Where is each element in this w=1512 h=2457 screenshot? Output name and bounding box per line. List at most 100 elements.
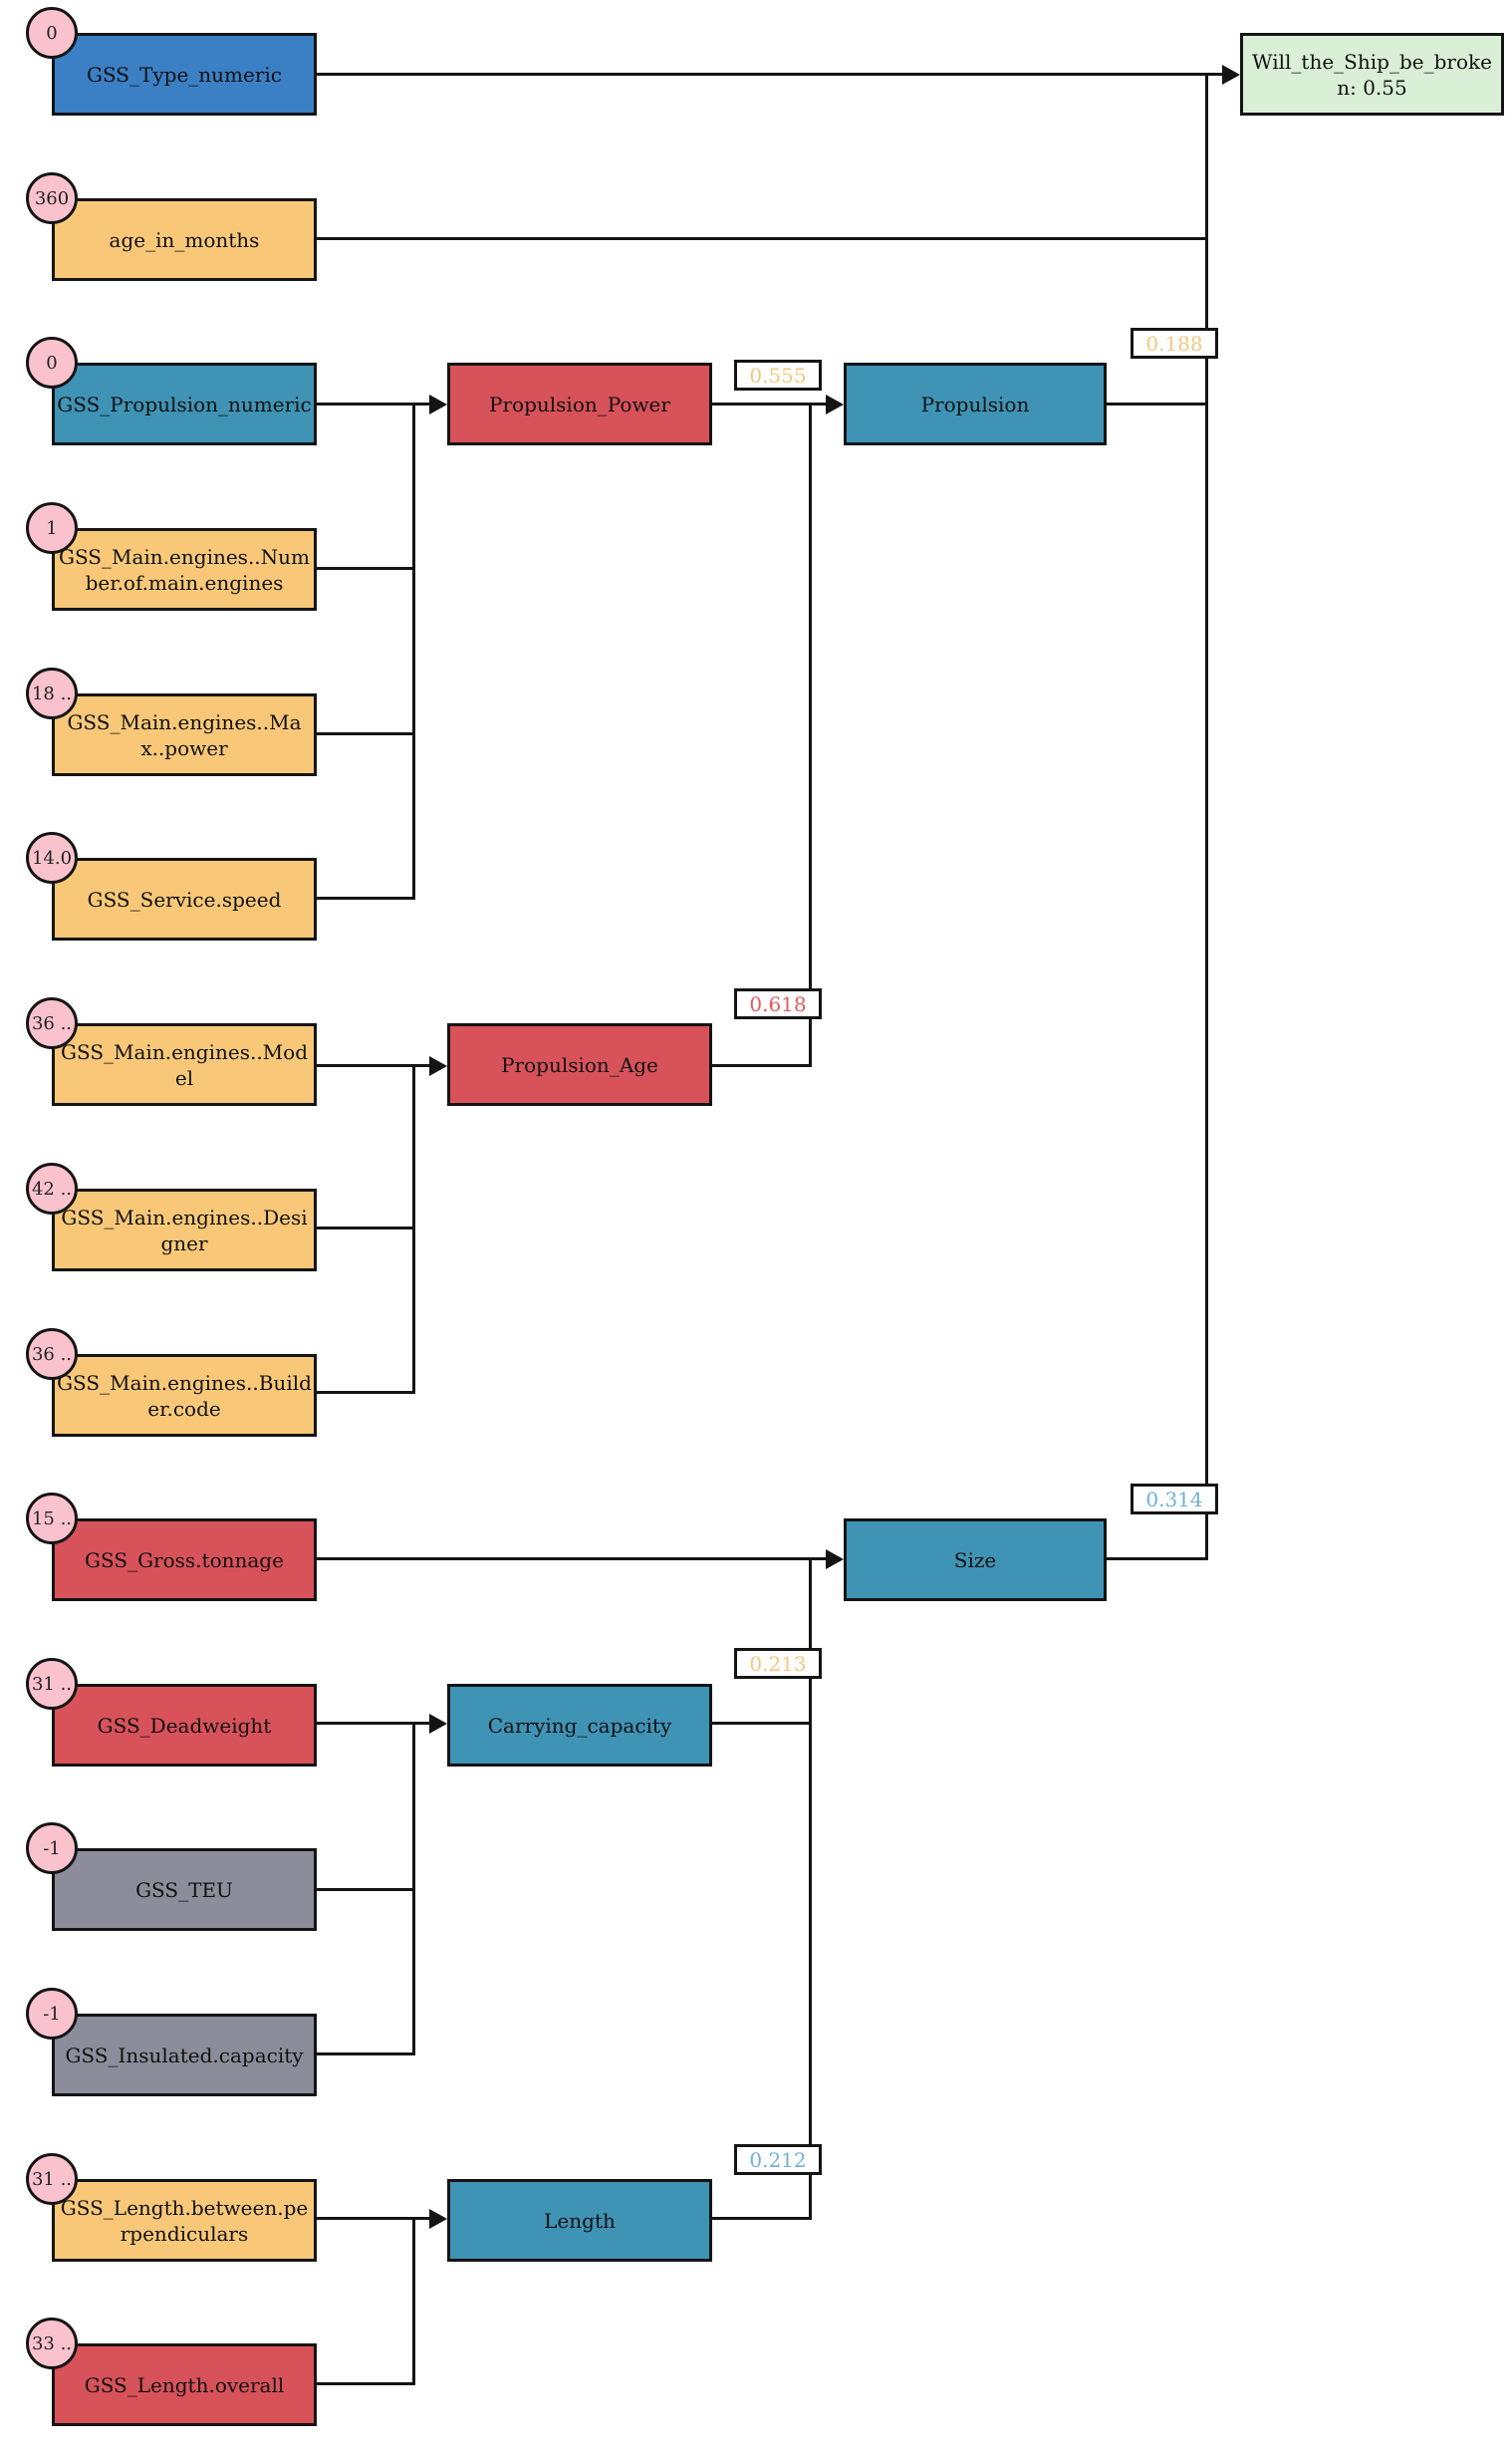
node-label: GSS_Main.engines..Designer — [61, 1205, 308, 1255]
badge-gss-insulated-capacity: -1 — [26, 1988, 78, 2040]
node-label: Propulsion_Age — [501, 1052, 658, 1077]
node-label: GSS_Main.engines..Builder.code — [57, 1370, 312, 1421]
edge-label-length-to-size: 0.212 — [734, 2144, 822, 2175]
edge-line — [317, 237, 1208, 240]
node-propulsion-power: Propulsion_Power — [447, 363, 715, 448]
arrow-head-icon — [429, 2209, 447, 2229]
edge-line — [1107, 1557, 1208, 1560]
badge-gss-main-engines-designer: 42 .. — [26, 1163, 78, 1215]
edge-line — [317, 1557, 826, 1560]
node-target-will-the-ship-be-broken: Will_the_Ship_be_broken: 0.55 — [1240, 33, 1507, 119]
node-label: GSS_Insulated.capacity — [65, 2043, 304, 2067]
node-gss-type-numeric: GSS_Type_numeric — [52, 33, 320, 119]
badge-gss-deadweight: 31 .. — [26, 1658, 78, 1710]
edge-label-size-to-target: 0.314 — [1131, 1484, 1218, 1514]
node-label: GSS_Length.between.perpendiculars — [60, 2195, 309, 2246]
edge-line — [317, 1227, 415, 1229]
edge-line — [317, 1064, 429, 1067]
node-gss-main-engines-designer: GSS_Main.engines..Designer — [52, 1189, 320, 1274]
edge-line — [809, 403, 812, 1067]
edge-line — [317, 732, 415, 735]
node-label: GSS_Main.engines..Number.of.main.engines — [58, 544, 311, 595]
edge-label-propulsion-power-to-propulsion: 0.555 — [734, 360, 822, 391]
node-propulsion-age: Propulsion_Age — [447, 1023, 715, 1109]
node-gss-gross-tonnage: GSS_Gross.tonnage — [52, 1518, 320, 1604]
badge-gss-service-speed: 14.0 — [26, 832, 78, 884]
node-gss-main-engines-model: GSS_Main.engines..Model — [52, 1023, 320, 1109]
badge-gss-teu: -1 — [26, 1822, 78, 1874]
node-label: GSS_TEU — [135, 1877, 233, 1902]
edge-line — [1107, 403, 1208, 406]
node-label: GSS_Gross.tonnage — [85, 1547, 284, 1572]
arrow-head-icon — [429, 1056, 447, 1076]
node-label: GSS_Service.speed — [87, 887, 282, 912]
edge-line — [712, 403, 826, 406]
edge-line — [317, 1888, 415, 1891]
edge-line — [317, 567, 415, 570]
edge-label-propulsion-age-to-propulsion: 0.618 — [734, 988, 822, 1019]
badge-gss-gross-tonnage: 15 .. — [26, 1493, 78, 1544]
node-propulsion: Propulsion — [844, 363, 1110, 448]
node-age-in-months: age_in_months — [52, 198, 320, 284]
node-label: Will_the_Ship_be_broken: 0.55 — [1252, 49, 1492, 100]
node-size: Size — [844, 1518, 1110, 1604]
node-label: GSS_Main.engines..Max..power — [67, 709, 302, 760]
badge-gss-main-engines-number: 1 — [26, 502, 78, 554]
edge-weight-value: 0.618 — [749, 991, 807, 1016]
badge-gss-type-numeric: 0 — [26, 7, 78, 59]
edge-line — [317, 897, 415, 900]
node-label: age_in_months — [109, 227, 260, 252]
edge-line — [317, 403, 429, 406]
edge-line — [412, 2217, 415, 2385]
badge-age-in-months: 360 — [26, 172, 78, 224]
edge-line — [712, 1722, 812, 1725]
node-label: GSS_Propulsion_numeric — [57, 392, 312, 416]
badge-gss-main-engines-max-power: 18 .. — [26, 668, 78, 719]
edge-line — [317, 2382, 415, 2385]
edge-line — [317, 2217, 429, 2220]
arrow-head-icon — [826, 1549, 844, 1569]
edge-weight-value: 0.188 — [1145, 331, 1203, 356]
edge-line — [317, 2052, 415, 2055]
node-gss-service-speed: GSS_Service.speed — [52, 858, 320, 944]
edge-line — [412, 1722, 415, 2055]
edge-line — [1205, 73, 1208, 1560]
edge-line — [317, 1722, 429, 1725]
node-label: Size — [953, 1547, 997, 1572]
arrow-head-icon — [429, 395, 447, 414]
arrow-head-icon — [429, 1714, 447, 1734]
node-length: Length — [447, 2179, 715, 2265]
badge-gss-length-overall: 33 .. — [26, 2318, 78, 2369]
badge-gss-propulsion-numeric: 0 — [26, 337, 78, 389]
edge-weight-value: 0.555 — [749, 363, 807, 388]
node-carrying-capacity: Carrying_capacity — [447, 1684, 715, 1770]
edge-line — [412, 1064, 415, 1394]
edge-label-propulsion-to-target: 0.188 — [1131, 328, 1218, 359]
edge-weight-value: 0.314 — [1145, 1487, 1203, 1511]
node-gss-propulsion-numeric: GSS_Propulsion_numeric — [52, 363, 320, 448]
edge-weight-value: 0.212 — [749, 2147, 807, 2172]
node-label: GSS_Main.engines..Model — [61, 1039, 308, 1090]
edge-line — [412, 403, 415, 900]
edge-line — [809, 1557, 812, 2220]
arrow-head-icon — [1222, 65, 1240, 85]
node-label: GSS_Type_numeric — [86, 62, 283, 87]
badge-gss-length-between-perpendiculars: 31 .. — [26, 2153, 78, 2205]
node-gss-main-engines-builder-code: GSS_Main.engines..Builder.code — [52, 1354, 320, 1440]
edge-line — [317, 1391, 415, 1394]
edge-line — [712, 2217, 812, 2220]
node-label: GSS_Deadweight — [97, 1713, 272, 1738]
badge-gss-main-engines-model: 36 .. — [26, 997, 78, 1049]
edge-line — [317, 73, 1222, 76]
edge-weight-value: 0.213 — [749, 1651, 807, 1676]
node-label: Propulsion — [920, 392, 1030, 416]
badge-gss-main-engines-builder-code: 36 .. — [26, 1328, 78, 1380]
edge-label-carrying-capacity-to-size: 0.213 — [734, 1648, 822, 1679]
node-label: GSS_Length.overall — [84, 2372, 285, 2397]
node-gss-teu: GSS_TEU — [52, 1848, 320, 1934]
arrow-head-icon — [826, 395, 844, 414]
node-gss-main-engines-number-of-main-engines: GSS_Main.engines..Number.of.main.engines — [52, 528, 320, 614]
node-gss-deadweight: GSS_Deadweight — [52, 1684, 320, 1770]
node-label: Carrying_capacity — [487, 1713, 672, 1738]
